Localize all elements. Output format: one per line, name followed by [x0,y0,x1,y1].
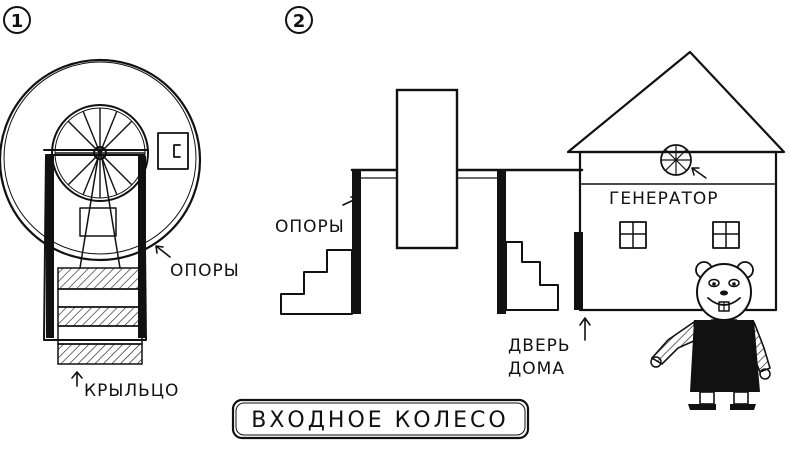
beaver-shoe-right [730,404,756,410]
support-frame-2 [350,168,584,314]
label-supports-1: ОПОРЫ [170,261,240,281]
beaver-character [650,261,771,410]
label-supports-2: ОПОРЫ [275,217,345,237]
inner-frame [79,207,117,237]
left-support-post-2 [352,170,361,314]
porch-step-1 [57,267,143,290]
house [566,50,786,312]
caption-box: ВХОДНОЕ КОЛЕСО [231,398,530,440]
porch-step-4 [57,325,143,345]
supports-arrow-1 [155,245,171,258]
label-door-line-1: ДВЕРЬ [508,336,571,356]
panel-1-number: 1 [11,11,24,32]
generator-wheel [660,144,692,176]
window-left [619,221,647,249]
porch-step-5 [57,343,143,365]
outer-wheel-circle [0,58,202,262]
house-door [574,232,583,310]
porch-step-3 [57,306,143,327]
outer-wheel-circle-inner-stroke [3,61,197,255]
panel-2: 2 [275,6,786,410]
porch-step-2 [57,288,143,308]
beaver-shoe-left [688,404,716,410]
panel-1-number-marker: 1 [3,6,31,34]
right-support-post [138,156,146,338]
label-generator: ГЕНЕРАТОР [609,189,719,209]
support-posts-1 [43,149,149,341]
supports-arrow-2 [342,196,359,206]
window-right [712,221,740,249]
porch-steps [57,267,143,365]
left-staircase [280,249,353,315]
panel-2-number-marker: 2 [285,6,313,34]
hub-wheel [51,104,149,269]
beaver-arm-right [751,321,771,374]
side-box [157,132,189,170]
right-support-post-2 [497,170,506,314]
house-wall [578,150,778,312]
panel-2-number: 2 [293,11,306,32]
porch-arrow [71,371,83,387]
caption-text: ВХОДНОЕ КОЛЕСО [251,408,508,433]
beaver-suit [690,320,760,392]
beaver-arm-left [650,320,697,366]
house-roof [566,50,786,154]
right-staircase [505,241,559,311]
panel-1: 1 [0,6,240,401]
left-support-post [46,156,54,338]
generator-arrow [691,167,707,179]
door-arrow [579,317,591,341]
label-door-line-2: ДОМА [508,359,565,379]
label-porch: КРЫЛЬЦО [84,381,179,401]
vertical-wheel [395,88,459,250]
